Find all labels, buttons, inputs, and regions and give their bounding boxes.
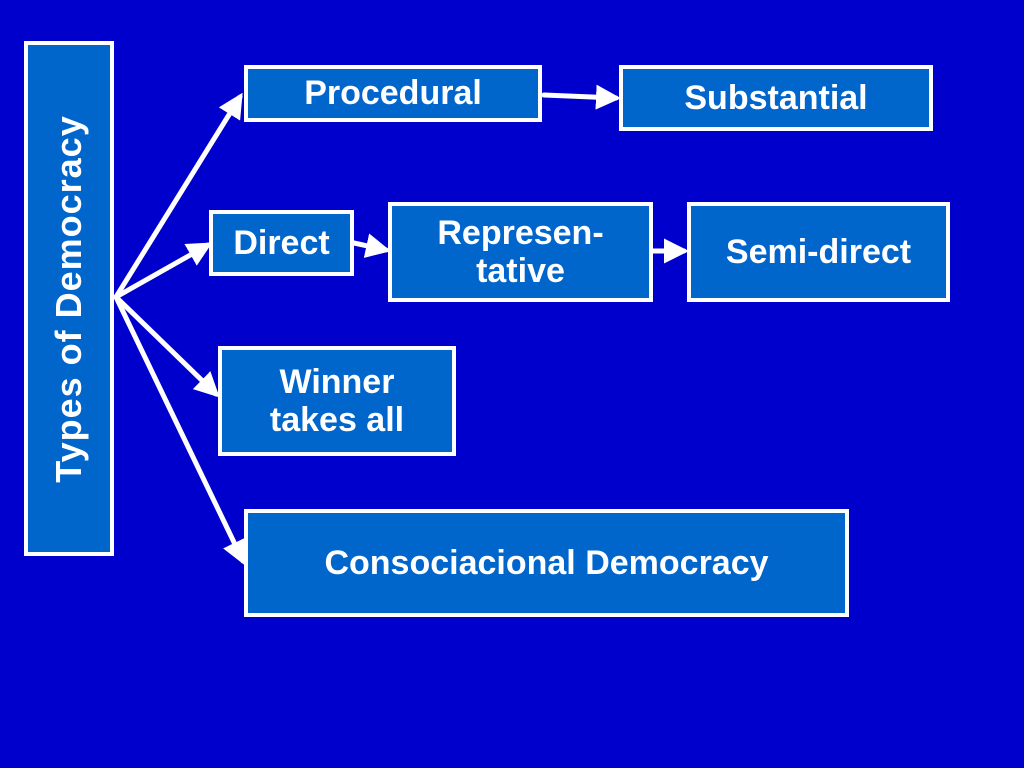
semi-direct-label: Semi-direct: [725, 232, 912, 271]
procedural-box: Procedural: [244, 65, 542, 122]
semi-direct-box: Semi-direct: [687, 202, 950, 302]
winner-label-line1: Winner: [279, 362, 395, 401]
arrow-direct-to-representative: [351, 233, 391, 258]
arrow-root-to-direct: [113, 242, 213, 300]
substantial-box: Substantial: [619, 65, 933, 131]
consociational-label: Consociacional Democracy: [324, 543, 769, 582]
representative-label-line2: tative: [476, 252, 565, 290]
winner-takes-all-box: Winner takes all: [218, 346, 456, 456]
arrow-root-to-winner: [113, 294, 220, 398]
types-of-democracy-root-box: Types of Democracy: [24, 41, 114, 556]
arrow-procedural-to-substantial: [541, 84, 621, 110]
representative-label-line1: Represen-: [437, 213, 604, 252]
substantial-label: Substantial: [684, 78, 868, 117]
direct-label: Direct: [233, 223, 330, 262]
procedural-label: Procedural: [304, 74, 482, 113]
root-label: Types of Democracy: [48, 114, 89, 483]
direct-box: Direct: [209, 210, 354, 276]
consociational-democracy-box: Consociacional Democracy: [244, 509, 849, 617]
winner-label-line2: takes all: [269, 401, 405, 439]
representative-box: Represen- tative: [388, 202, 653, 302]
